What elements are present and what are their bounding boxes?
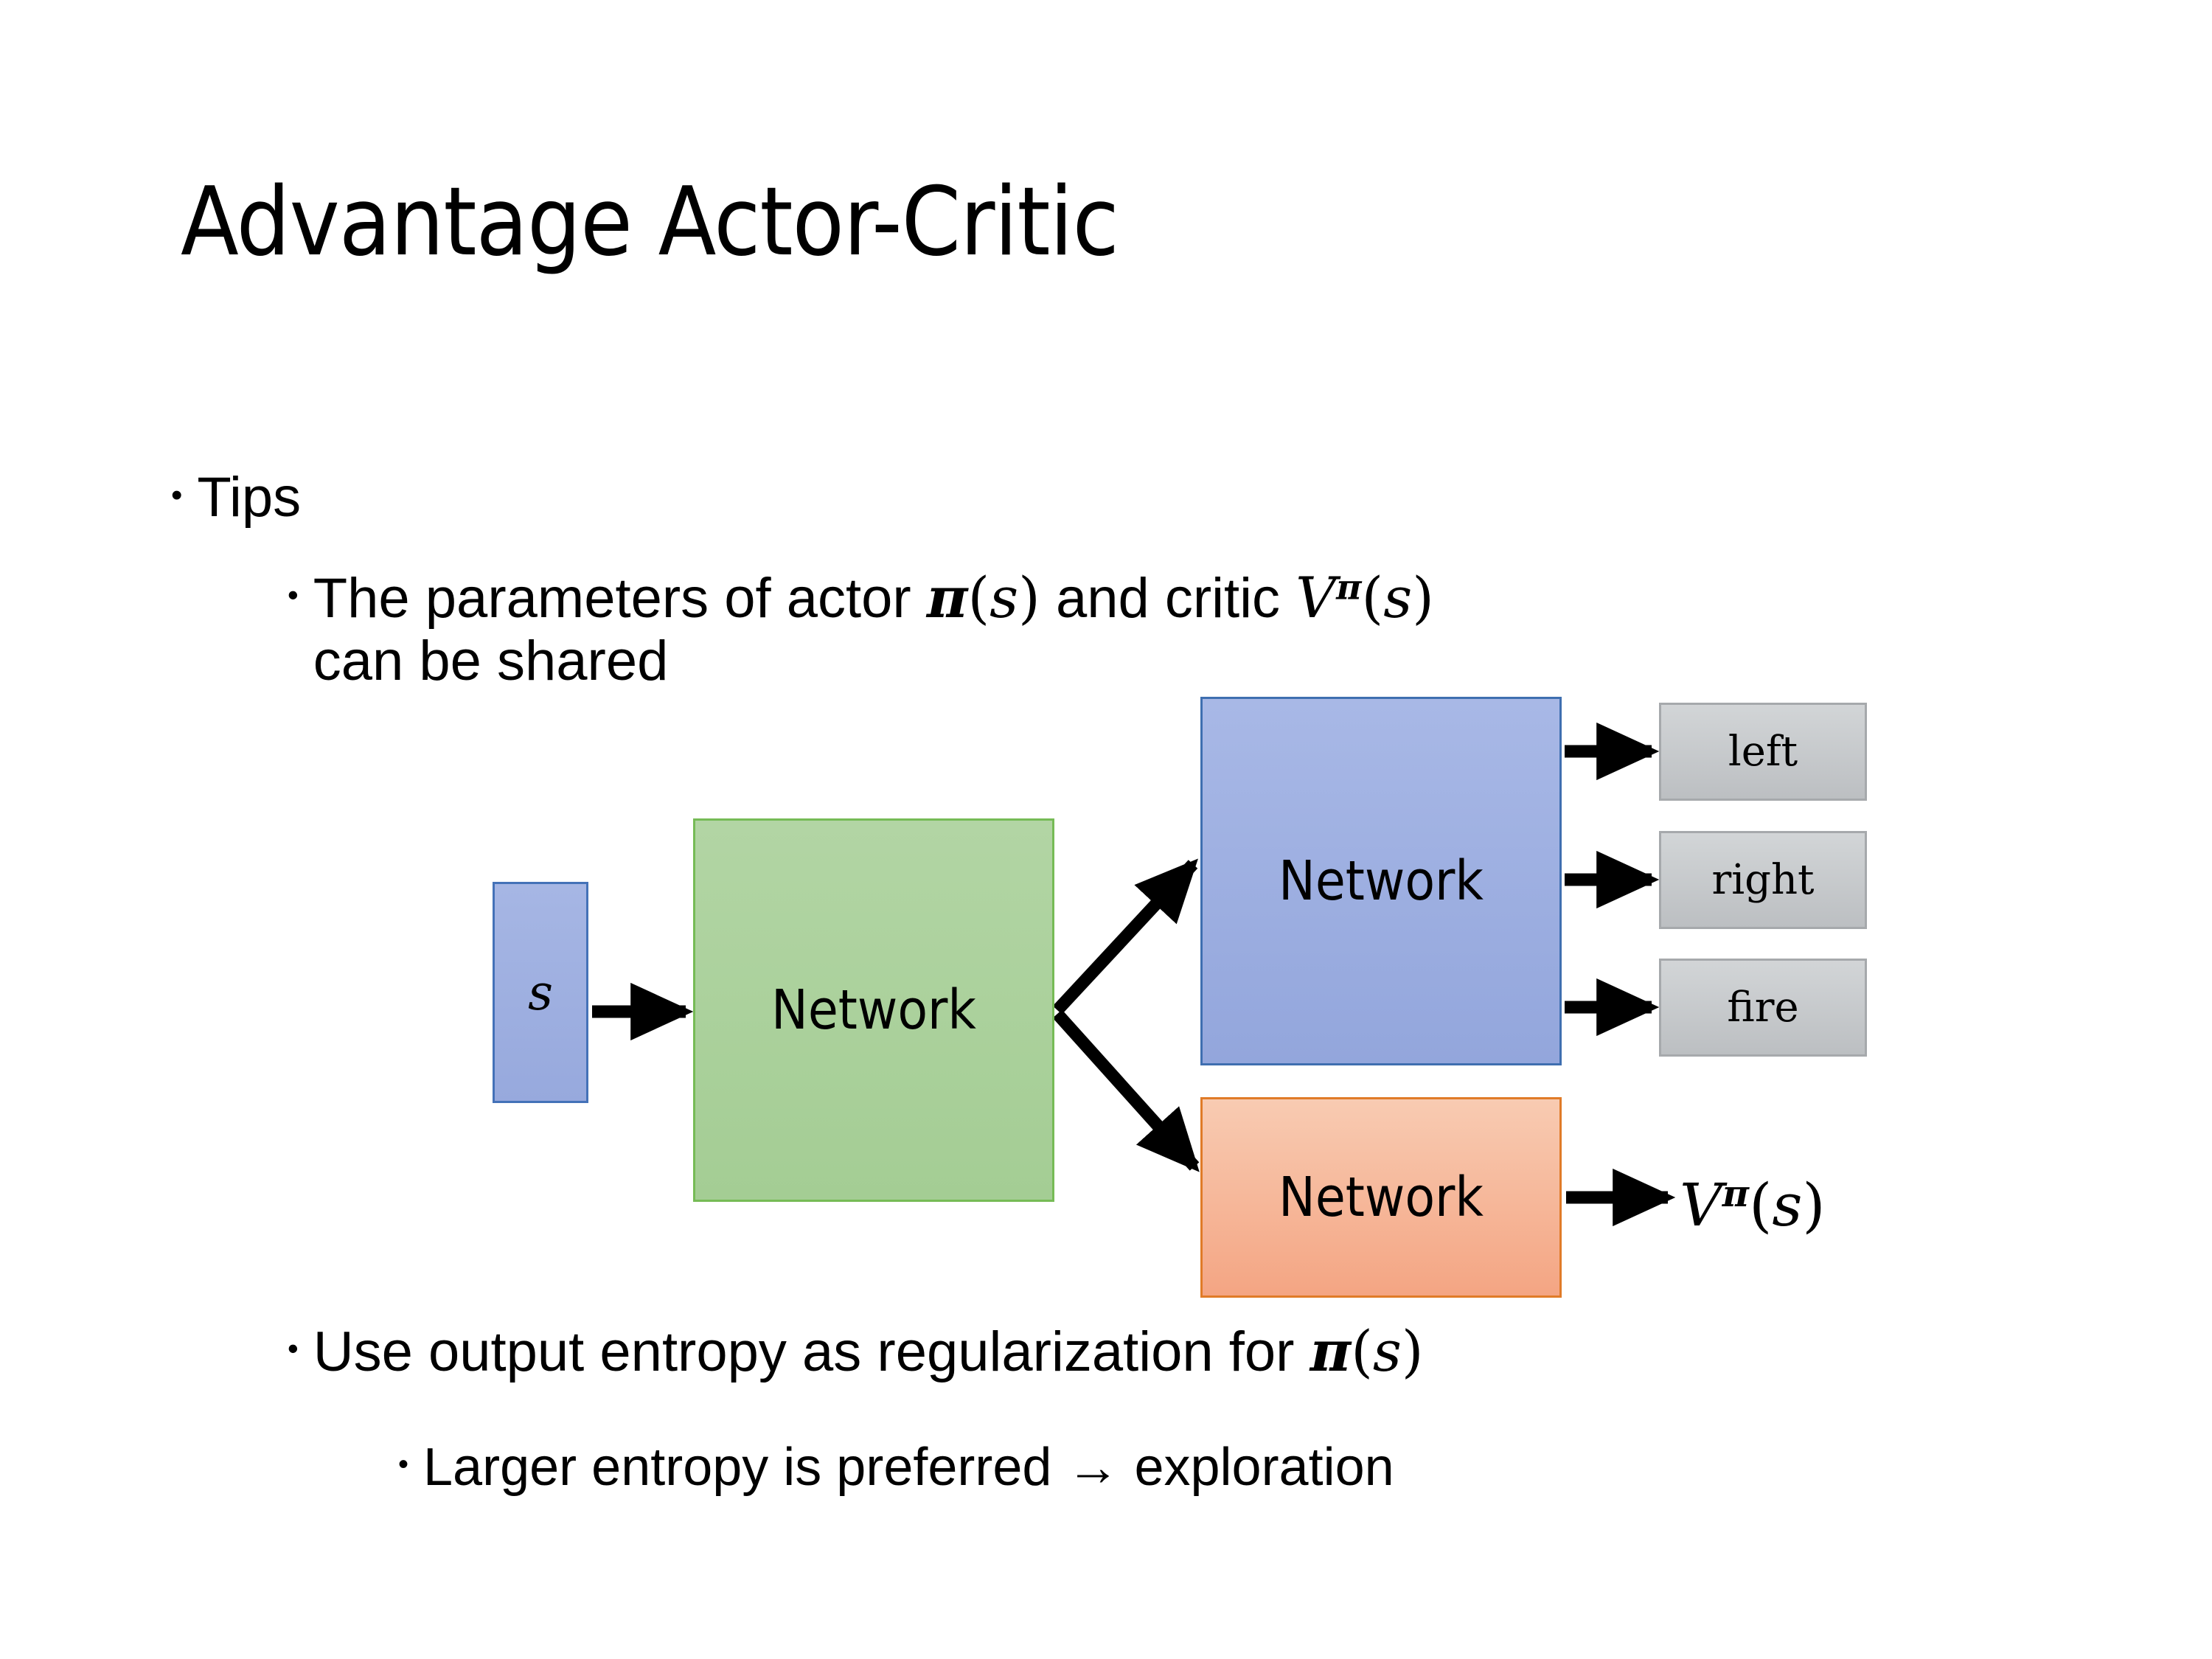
value-function-symbol: V xyxy=(1295,565,1337,630)
state-variable: s xyxy=(990,565,1019,630)
state-variable: s xyxy=(1372,1318,1402,1384)
action-label-right: right xyxy=(1711,856,1815,904)
pi-symbol: π xyxy=(926,565,968,630)
bullet-tips: • Tips xyxy=(171,466,301,529)
parameters-line2: can be shared xyxy=(313,630,669,693)
action-box-left: left xyxy=(1659,703,1867,801)
state-variable: s xyxy=(1383,565,1413,630)
open-paren: ( xyxy=(967,565,990,630)
close-paren: ) xyxy=(1401,1318,1424,1384)
bullet-marker-icon: • xyxy=(398,1448,409,1481)
bullet-marker-icon: • xyxy=(171,477,183,513)
bullet-marker-icon: • xyxy=(288,1331,299,1366)
critic-network-label: Network xyxy=(1279,1166,1484,1229)
state-input-box: s xyxy=(493,882,588,1103)
action-box-right: right xyxy=(1659,831,1867,929)
state-variable-label: s xyxy=(528,964,553,1021)
actor-network-label: Network xyxy=(1279,849,1484,913)
math-actor-policy: π(s) xyxy=(1310,1318,1424,1384)
bullet-entropy-regularization: • Use output entropy as regularization f… xyxy=(288,1320,2057,1383)
action-box-fire: fire xyxy=(1659,959,1867,1057)
pi-superscript: π xyxy=(1722,1172,1750,1216)
math-actor-policy: π(s) xyxy=(927,565,1040,630)
open-paren: ( xyxy=(1361,565,1384,630)
bullet-marker-icon: • xyxy=(288,577,299,612)
open-paren: ( xyxy=(1351,1318,1373,1384)
bullet-larger-entropy: • Larger entropy is preferred → explorat… xyxy=(398,1438,2094,1498)
parameters-middle: and critic xyxy=(1040,567,1296,630)
arrow-shared-to-critic xyxy=(1052,1009,1200,1172)
close-paren: ) xyxy=(1018,565,1040,630)
bullet-entropy-text: Use output entropy as regularization for… xyxy=(313,1320,2057,1383)
shared-network-box: Network xyxy=(693,818,1054,1202)
math-critic-value: Vπ(s) xyxy=(1680,1171,1826,1239)
close-paren: ) xyxy=(1412,565,1434,630)
bullet-tips-label: Tips xyxy=(197,466,302,529)
open-paren: ( xyxy=(1749,1171,1773,1239)
critic-network-box: Network xyxy=(1200,1097,1562,1298)
critic-output-label: Vπ(s) xyxy=(1680,1171,1826,1239)
bullet-parameters-shared: • The parameters of actor π(s) and criti… xyxy=(288,566,2072,692)
page-title: Advantage Actor-Critic xyxy=(181,167,1119,277)
value-function-symbol: V xyxy=(1680,1171,1722,1239)
action-label-left: left xyxy=(1728,728,1798,776)
action-label-fire: fire xyxy=(1727,984,1799,1032)
close-paren: ) xyxy=(1802,1171,1826,1239)
pi-symbol: π xyxy=(1310,1318,1352,1384)
bullet-larger-entropy-label: Larger entropy is preferred → exploratio… xyxy=(423,1438,1394,1497)
parameters-prefix: The parameters of actor xyxy=(313,567,927,630)
arrow-shared-to-actor xyxy=(1052,858,1198,1015)
actor-network-box: Network xyxy=(1200,697,1562,1065)
shared-network-label: Network xyxy=(771,978,976,1042)
bullet-parameters-text: The parameters of actor π(s) and critic … xyxy=(313,566,2072,692)
pi-superscript: π xyxy=(1336,567,1362,608)
state-variable: s xyxy=(1772,1171,1803,1239)
entropy-prefix: Use output entropy as regularization for xyxy=(313,1321,1310,1383)
math-critic-value: Vπ(s) xyxy=(1295,565,1434,630)
